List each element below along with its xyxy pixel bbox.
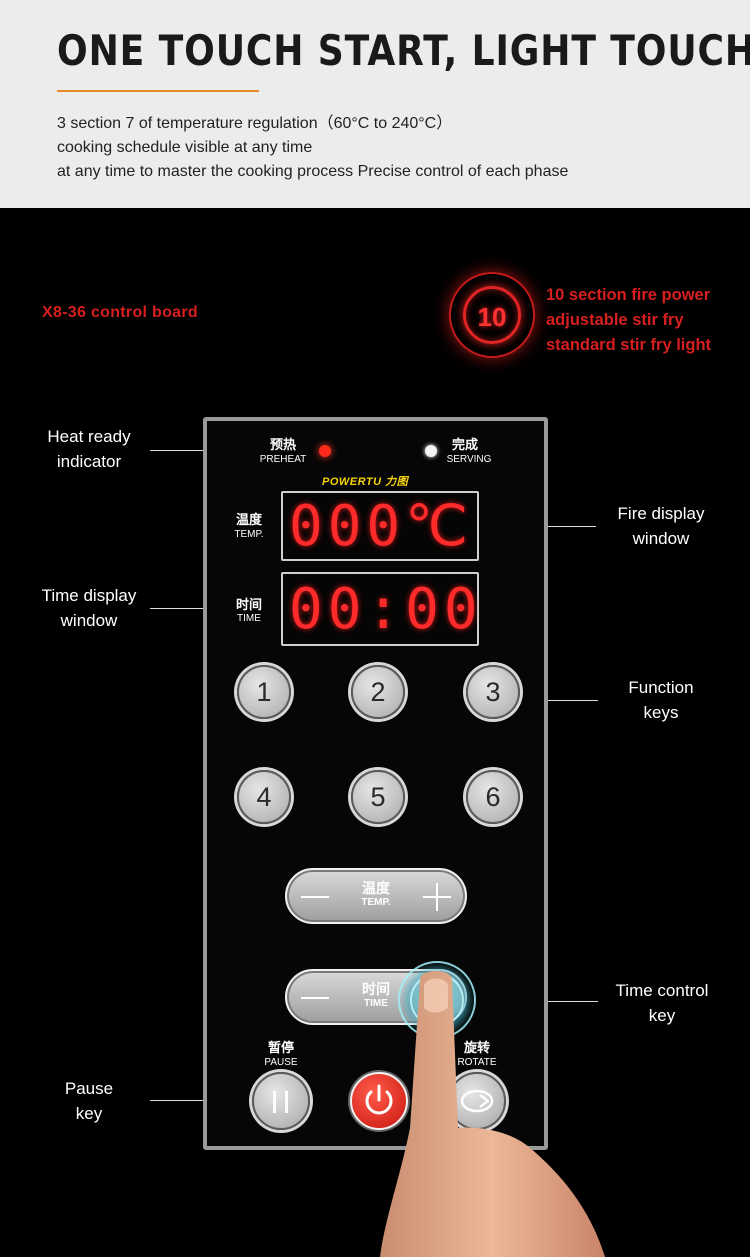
callout-line: key	[648, 1006, 676, 1025]
time-decrease-button[interactable]	[301, 997, 329, 999]
callout-line: indicator	[56, 452, 122, 471]
rotate-label-cn: 旋转	[463, 1040, 490, 1055]
callout-line: Function	[628, 678, 694, 697]
time-display-window: 00:00	[281, 572, 479, 646]
header-band: ONE TOUCH START, LIGHT TOUCH 3 section 7…	[0, 0, 750, 208]
callout-time-control: Time control key	[598, 978, 726, 1028]
brand-logo: POWERTU 力图	[322, 476, 409, 488]
callout-line: window	[632, 529, 690, 548]
pause-button[interactable]	[252, 1072, 310, 1130]
fire-power-badge: 10	[449, 272, 535, 358]
description-line: at any time to master the cooking proces…	[57, 163, 569, 180]
fire-power-line: adjustable stir fry	[546, 311, 684, 329]
fire-power-line: standard stir fry light	[546, 336, 712, 354]
board-title: X8-36 control board	[42, 304, 198, 321]
callout-heat-ready: Heat ready indicator	[38, 424, 140, 474]
function-key-6[interactable]: 6	[466, 770, 520, 824]
description: 3 section 7 of temperature regulation（60…	[57, 112, 568, 184]
serving-label-cn: 完成	[451, 437, 478, 452]
callout-line: key	[75, 1104, 103, 1123]
page-title: ONE TOUCH START, LIGHT TOUCH	[57, 26, 750, 75]
temperature-readout: 000℃	[289, 494, 474, 559]
function-key-4[interactable]: 4	[237, 770, 291, 824]
pause-label-en: PAUSE	[264, 1057, 298, 1068]
callout-function-keys: Function keys	[606, 675, 716, 725]
function-key-1[interactable]: 1	[237, 665, 291, 719]
description-line: 3 section 7 of temperature regulation（60…	[57, 115, 453, 132]
function-key-2[interactable]: 2	[351, 665, 405, 719]
preheat-label-en: PREHEAT	[259, 454, 307, 465]
callout-fire-display: Fire display window	[598, 501, 724, 551]
time-pill-label-en: TIME	[364, 998, 388, 1009]
serving-label-en: SERVING	[446, 454, 492, 465]
rotate-icon	[460, 1089, 494, 1113]
description-line: cooking schedule visible at any time	[57, 139, 313, 156]
pause-icon	[273, 1091, 276, 1113]
temp-pill-label-cn: 温度	[362, 880, 390, 896]
pause-icon	[285, 1091, 288, 1113]
callout-time-display: Time display window	[28, 583, 150, 633]
power-button[interactable]	[350, 1072, 408, 1130]
callout-line: Time control	[615, 981, 709, 1000]
callout-line: Time display	[41, 586, 137, 605]
callout-pause-key: Pause key	[46, 1076, 132, 1126]
callout-line: Fire display	[617, 504, 705, 523]
time-pill-label-cn: 时间	[362, 981, 390, 997]
rotate-label-en: ROTATE	[457, 1057, 497, 1068]
fire-power-line: 10 section fire power	[546, 286, 711, 304]
finger-illustration	[380, 971, 605, 1257]
preheat-indicator	[319, 445, 331, 457]
power-icon	[365, 1084, 393, 1115]
fire-power-text: 10 section fire power adjustable stir fr…	[546, 283, 711, 358]
temp-label-cn: 温度	[235, 512, 262, 527]
function-key-5[interactable]: 5	[351, 770, 405, 824]
leader-line	[150, 608, 220, 609]
callout-line: Pause	[64, 1079, 114, 1098]
pause-label-cn: 暂停	[267, 1040, 294, 1055]
time-readout: 00:00	[289, 577, 483, 642]
preheat-label-cn: 预热	[269, 437, 296, 452]
fire-display-window: 000℃	[281, 491, 479, 561]
callout-line: keys	[643, 703, 679, 722]
temp-label-en: TEMP.	[234, 529, 264, 540]
fire-power-number: 10	[477, 302, 507, 332]
temperature-adjust-control[interactable]: 温度 TEMP.	[285, 868, 467, 924]
callout-line: Heat ready	[47, 427, 131, 446]
callout-line: window	[60, 611, 118, 630]
serving-indicator	[425, 445, 437, 457]
leader-line	[150, 1100, 250, 1101]
temp-decrease-button[interactable]	[301, 896, 329, 898]
temp-pill-label-en: TEMP.	[361, 897, 391, 908]
fire-power-ring: 10	[463, 286, 521, 344]
time-label-en: TIME	[237, 613, 261, 624]
title-underline	[57, 90, 259, 92]
temp-increase-button[interactable]	[436, 883, 438, 911]
function-key-3[interactable]: 3	[466, 665, 520, 719]
time-label-cn: 时间	[235, 597, 262, 612]
